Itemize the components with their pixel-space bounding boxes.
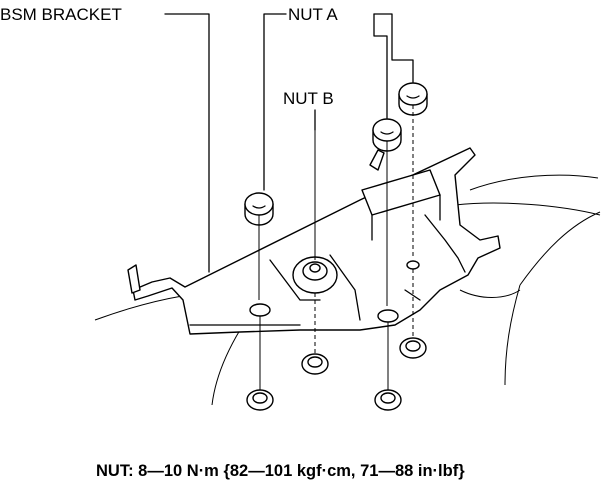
nut-a-upper-mid [372, 118, 402, 152]
leader-lines [164, 13, 414, 273]
lower-bolt-right [399, 337, 427, 359]
nut-a-upper-left [244, 192, 274, 226]
studs [258, 105, 414, 392]
lower-bolt-left [246, 389, 274, 411]
torque-spec: NUT: 8—10 N·m {82—101 kgf·cm, 71—88 in·l… [96, 462, 465, 480]
bsm-bracket-label: BSM BRACKET [0, 5, 122, 24]
lower-bolt-center [301, 353, 329, 375]
lower-bolt-mid [374, 389, 402, 411]
nut-b-label: NUT B [283, 89, 334, 108]
bsm-bracket [127, 147, 501, 335]
nut-a-label: NUT A [288, 5, 338, 24]
nut-a-upper-right [398, 82, 428, 116]
